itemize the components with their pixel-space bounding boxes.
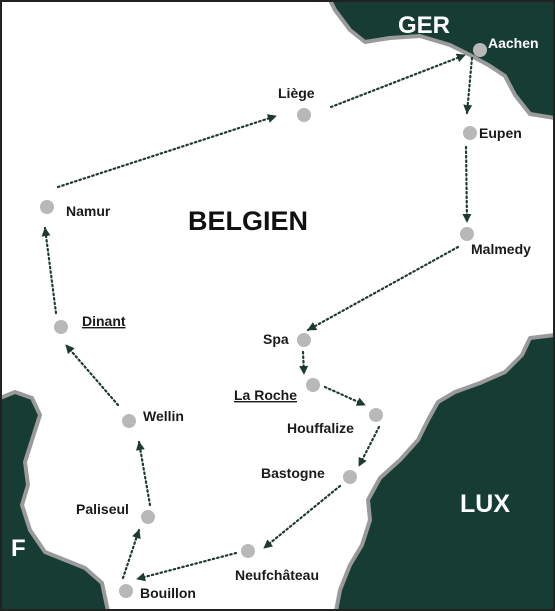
city-dot-bastogne xyxy=(343,470,357,484)
route-arrow xyxy=(41,226,58,315)
city-label-dinant: Dinant xyxy=(82,313,126,329)
city-label-bastogne: Bastogne xyxy=(261,465,325,481)
map-title: BELGIEN xyxy=(188,206,308,236)
route-arrow xyxy=(357,425,381,468)
route-arrow xyxy=(64,343,120,407)
route-arrow xyxy=(306,245,460,332)
city-dot-liege xyxy=(297,108,311,122)
city-label-malmedy: Malmedy xyxy=(471,241,531,257)
city-dot-malmedy xyxy=(460,227,474,241)
city-dot-wellin xyxy=(122,414,136,428)
route-arrow xyxy=(135,551,238,582)
route-arrow xyxy=(121,528,141,580)
city-label-bouillon: Bouillon xyxy=(140,585,196,601)
city-label-neufchateau: Neufchâteau xyxy=(235,567,319,583)
route-arrow xyxy=(262,484,342,550)
city-dot-la-roche xyxy=(306,378,320,392)
city-dot-bouillon xyxy=(119,584,133,598)
route-arrow xyxy=(56,114,278,189)
route-arrow xyxy=(462,145,472,224)
city-label-eupen: Eupen xyxy=(479,125,522,141)
route-arrow xyxy=(329,53,467,109)
route-arrow xyxy=(463,56,474,115)
city-label-namur: Namur xyxy=(66,203,111,219)
city-dots xyxy=(40,43,487,598)
country-label-germany: GER xyxy=(398,12,450,39)
germany-region xyxy=(328,0,555,120)
city-label-wellin: Wellin xyxy=(143,408,184,424)
route-arrow xyxy=(299,350,309,376)
route-arrow xyxy=(135,440,152,507)
city-label-liege: Liège xyxy=(278,85,315,101)
luxembourg-region xyxy=(334,333,555,611)
city-dot-namur xyxy=(40,200,54,214)
city-dot-houffalize xyxy=(369,408,383,422)
france-region xyxy=(0,390,110,611)
city-dot-aachen xyxy=(473,43,487,57)
city-dot-paliseul xyxy=(141,510,155,524)
city-dot-dinant xyxy=(54,320,68,334)
city-label-paliseul: Paliseul xyxy=(76,501,129,517)
city-dot-spa xyxy=(297,333,311,347)
city-label-houffalize: Houffalize xyxy=(287,420,354,436)
city-label-spa: Spa xyxy=(263,331,289,347)
city-dot-eupen xyxy=(463,126,477,140)
city-label-aachen: Aachen xyxy=(488,35,539,51)
route-arrow xyxy=(323,385,367,407)
city-dot-neufchateau xyxy=(241,544,255,558)
city-label-la-roche: La Roche xyxy=(234,387,297,403)
route-layer xyxy=(41,53,474,582)
country-label-france: F xyxy=(11,535,26,562)
country-label-luxembourg: LUX xyxy=(460,490,510,518)
